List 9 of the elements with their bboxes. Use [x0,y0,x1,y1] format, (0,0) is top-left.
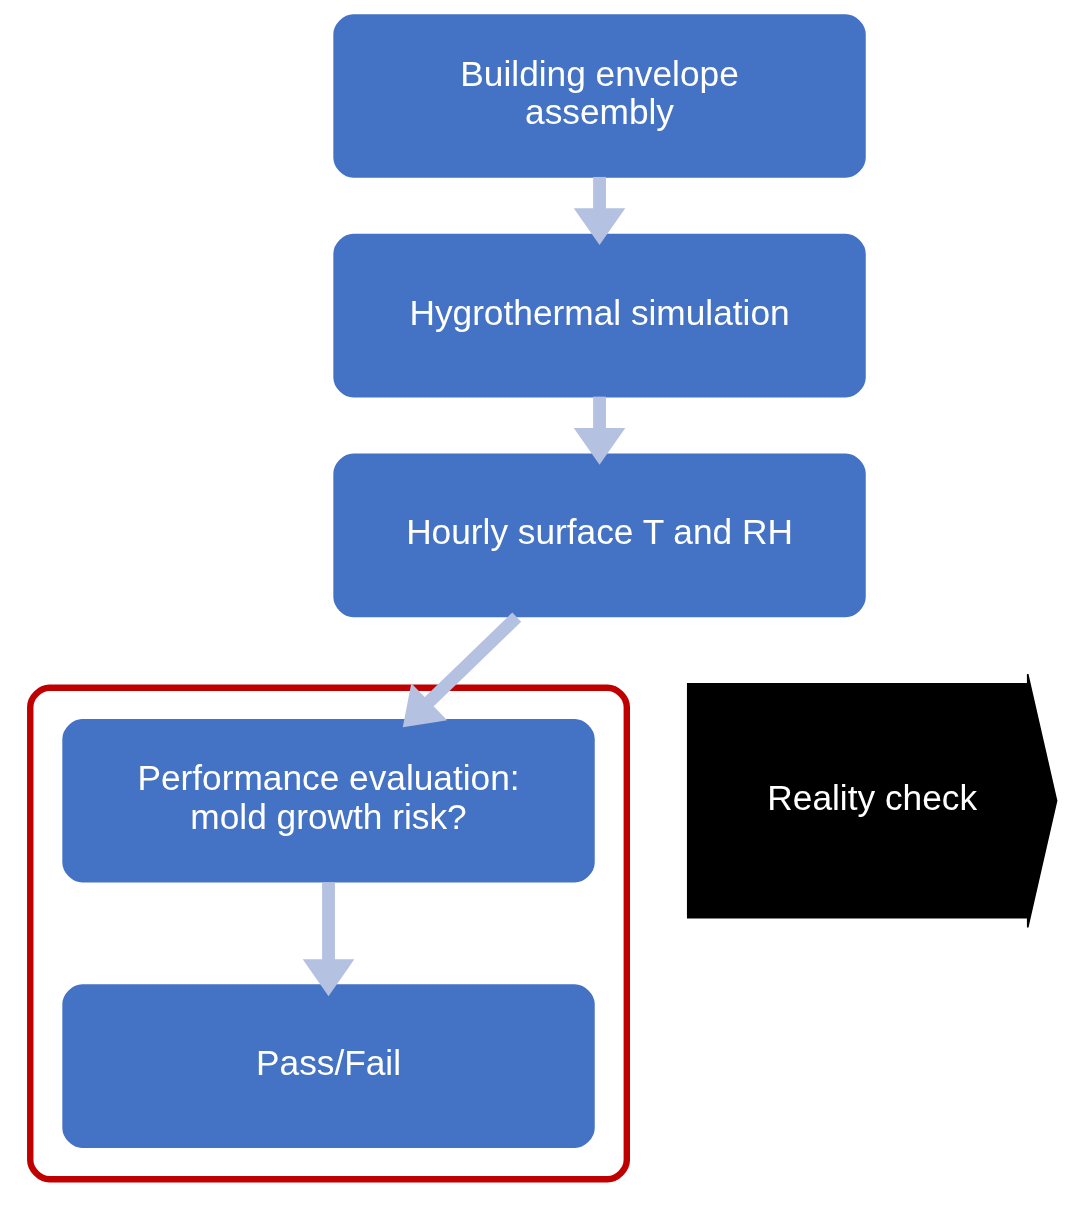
arrow [402,612,521,728]
arrow [573,396,625,465]
node-box: Performance evaluation: mold growth risk? [61,718,595,883]
arrow [302,882,354,997]
arrow [573,176,625,246]
node-box: Building envelope assembly [332,14,866,178]
node-box: Hygrothermal simulation [332,233,866,398]
node-box: Pass/Fail [61,984,595,1148]
node-box: Hourly surface T and RH [332,453,866,618]
